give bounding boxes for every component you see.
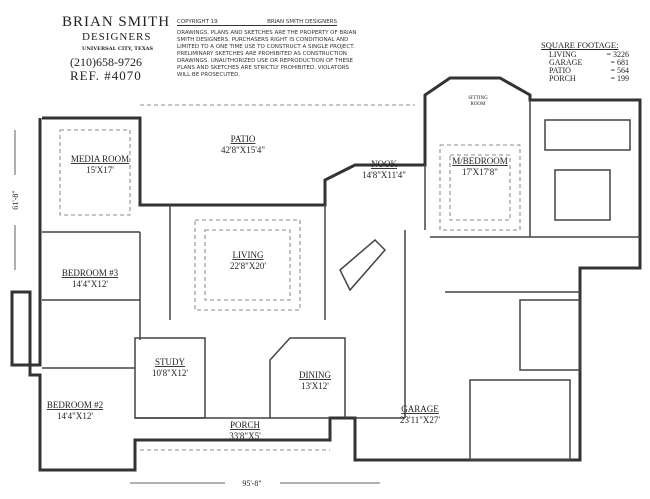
dining-label: DINING: [299, 370, 331, 380]
sqft-label: PORCH: [549, 74, 576, 83]
copyright-owner: BRIAN SMITH DESIGNERS: [267, 19, 337, 25]
sqft-label: PATIO: [549, 66, 571, 75]
study-size: 10'8"X12': [152, 368, 188, 378]
copyright-label: COPYRIGHT 19: [177, 19, 218, 25]
bedroom-2-label: BEDROOM #2: [47, 400, 103, 410]
brand-subtitle: DESIGNERS: [82, 31, 152, 43]
square-footage-table: SQUARE FOOTAGE: LIVING = 3226 GARAGE = 681…: [541, 40, 629, 83]
interior-walls: [42, 100, 640, 461]
media-room-size: 15'X17': [86, 165, 114, 175]
bedroom-3-label: BEDROOM #3: [62, 268, 119, 278]
sqft-row: PORCH = 199: [541, 75, 629, 83]
sqft-row: PATIO = 564: [541, 67, 629, 75]
patio-size: 42'8"X15'4": [221, 145, 265, 155]
sitting-room-label: SITTING: [468, 96, 488, 101]
square-footage-title: SQUARE FOOTAGE:: [541, 40, 619, 50]
width-label: 95'-8": [242, 479, 261, 488]
living-size: 22'8"X20': [230, 261, 266, 271]
sqft-label: LIVING: [549, 50, 577, 59]
sqft-row: GARAGE = 681: [541, 59, 629, 67]
sqft-value: = 3226: [606, 50, 629, 59]
media-room-label: MEDIA ROOM: [71, 154, 129, 164]
sqft-label: GARAGE: [549, 58, 583, 67]
garage-label: GARAGE: [401, 404, 439, 414]
porch-label: PORCH: [230, 420, 261, 430]
nook-size: 14'8"X11'4": [362, 170, 406, 180]
bedroom-3-size: 14'4"X12': [72, 279, 108, 289]
master-bedroom-size: 17'X17'8": [462, 167, 498, 177]
brand-phone: (210)658-9726: [70, 55, 142, 69]
patio-label: PATIO: [231, 134, 256, 144]
depth-dimension: 61'-8": [11, 130, 20, 270]
sitting-room-label-2: ROOM: [470, 102, 486, 107]
study-label: STUDY: [155, 357, 186, 367]
sqft-value: = 564: [610, 66, 629, 75]
bedroom-2-size: 14'4"X12': [57, 411, 93, 421]
width-dimension: 95'-8": [130, 479, 380, 488]
plan-reference: REF. #4070: [70, 68, 142, 83]
copyright-header: COPYRIGHT 19 BRIAN SMITH DESIGNERS: [177, 19, 337, 26]
ceiling-outlines: [59, 104, 521, 451]
copyright-notice: DRAWINGS, PLANS AND SKETCHES ARE THE PRO…: [177, 30, 357, 78]
master-bedroom-label: M/BEDROOM: [452, 156, 508, 166]
brand-name: BRIAN SMITH: [62, 14, 171, 30]
dining-size: 13'X12': [301, 381, 329, 391]
brand-location: UNIVERSAL CITY, TEXAS: [82, 46, 154, 52]
porch-size: 33'8"X5': [229, 431, 261, 441]
nook-label: NOOK: [371, 159, 397, 169]
sqft-row: LIVING = 3226: [541, 51, 629, 59]
garage-size: 23'11"X27': [400, 415, 440, 425]
living-label: LIVING: [233, 250, 264, 260]
sqft-value: = 681: [610, 58, 629, 67]
sqft-value: = 199: [610, 74, 629, 83]
depth-label: 61'-8": [11, 190, 20, 209]
